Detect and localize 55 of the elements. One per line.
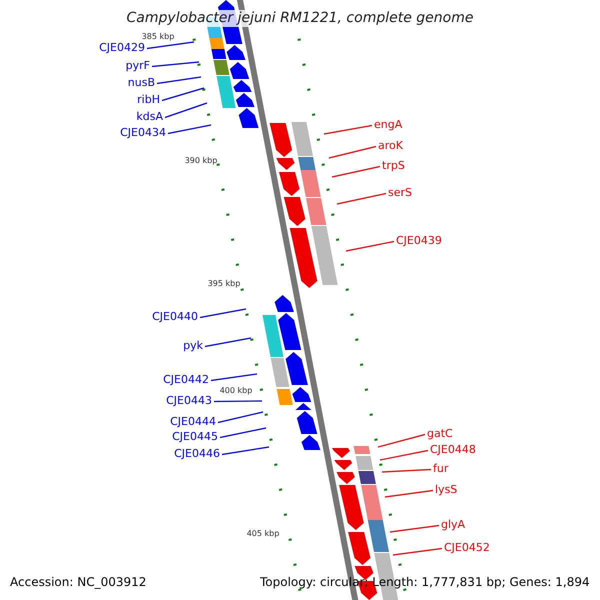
scale-label: 395 kbp [208,279,240,289]
leader-line [146,41,194,50]
leader-line [222,446,270,456]
leader-line [324,124,372,135]
gene-label: pyk [183,339,203,352]
leader-line [392,548,442,556]
leader-line [162,87,204,102]
scale-label: 385 kbp [142,32,174,42]
gene-label: CJE0429 [99,41,145,54]
leader-line [200,308,246,318]
gene-label: glyA [441,518,466,531]
scale-label: 390 kbp [184,156,218,166]
leader-line [168,124,212,134]
leader-line [328,146,376,159]
gene-label: CJE0442 [163,373,209,386]
gene-label: CJE0448 [430,443,476,456]
gene-label: CJE0440 [152,310,198,323]
gene-label: serS [388,186,412,199]
gene-label: CJE0445 [172,430,218,443]
gene-label: fur [433,462,448,475]
leader-line [152,61,200,68]
leader-line [218,411,264,424]
gene-label: CJE0444 [170,415,216,428]
leader-line [378,434,426,448]
leader-line [156,76,202,84]
leader-line [164,102,208,118]
leader-line [214,400,262,402]
leader-line [380,450,428,461]
gene-label: gatC [427,427,453,440]
gene-label: aroK [378,139,403,152]
leader-line [384,490,434,498]
leader-line [332,166,380,178]
scale-label: 405 kbp [246,529,280,539]
gene-label: trpS [382,159,405,172]
gene-label: CJE0452 [444,541,490,554]
gene-label: engA [374,118,402,131]
leader-line [336,192,386,205]
gene-label: CJE0439 [396,234,442,247]
leader-line [210,373,258,382]
gene-label: CJE0434 [120,126,166,139]
leader-line [382,468,432,473]
gene-label: pyrF [126,59,150,72]
leader-line [220,427,266,438]
footer-text: Topology: circular; Length: 1,777,831 bp; Genes: 1,894 [260,575,590,589]
leader-line [204,337,252,348]
gene-label: ribH [137,93,160,106]
gene-label: CJE0446 [174,447,220,460]
gene-label: lysS [435,483,458,496]
leader-line [390,524,440,533]
gene-label: nusB [128,76,155,89]
footer-text: Accession: NC_003912 [10,575,146,589]
gene-label: kdsA [136,110,163,123]
gene-label: CJE0443 [166,394,212,407]
scale-label: 400 kbp [220,386,252,396]
leader-line [346,240,394,252]
